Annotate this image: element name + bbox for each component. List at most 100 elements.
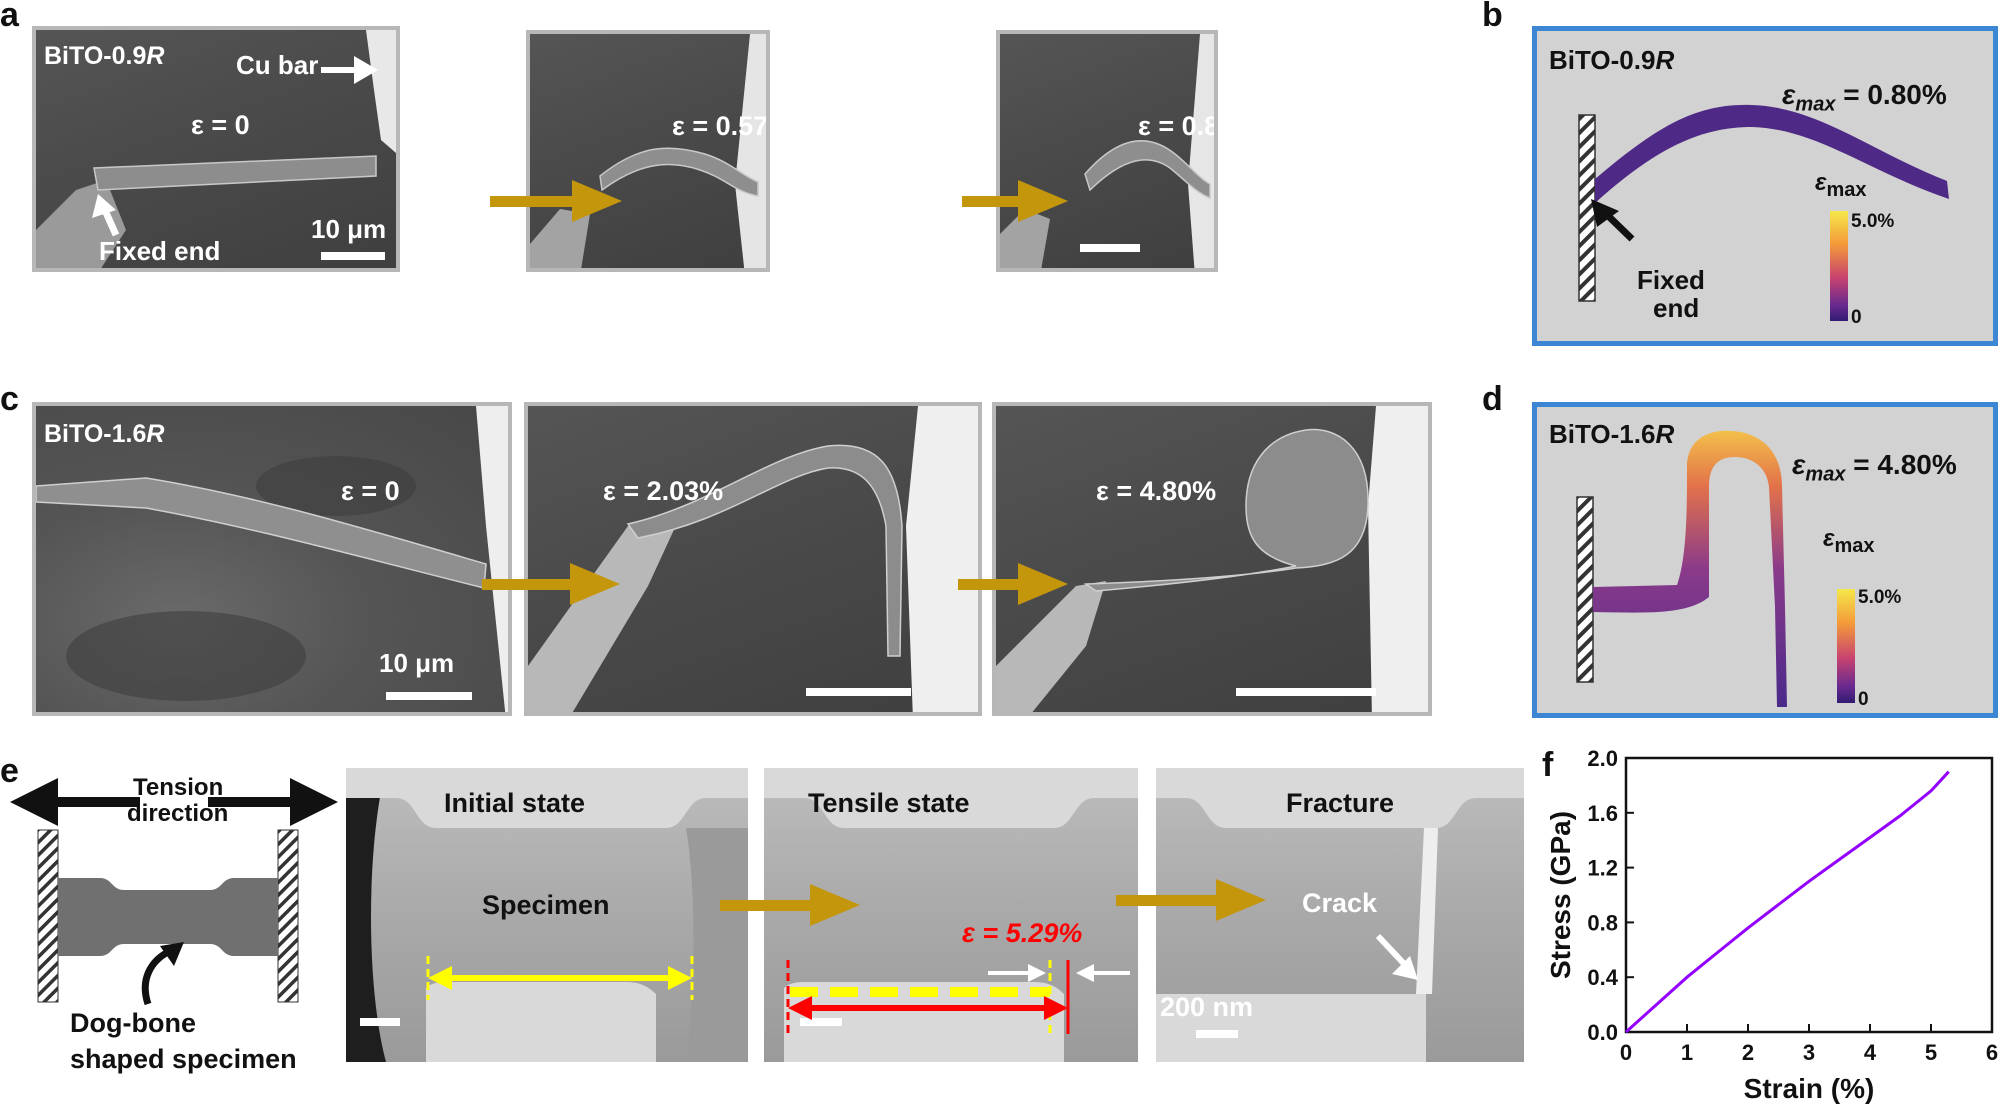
series-line: [1624, 770, 1950, 1034]
x-tick-label: 1: [1681, 1040, 1693, 1065]
grip-right: [277, 829, 299, 1003]
sem-e3-drawing: [1156, 768, 1524, 1062]
y-tick-label: 2.0: [1587, 746, 1618, 771]
panel-label-c: c: [0, 380, 19, 418]
cbar-max-d: 5.0%: [1858, 587, 1902, 608]
dogbone-specimen: [58, 878, 278, 956]
tension-label-2: direction: [127, 800, 229, 827]
panel-label-a: a: [0, 0, 19, 34]
dogbone-label-1: Dog-bone: [70, 1008, 196, 1038]
sem-c1-drawing: [36, 406, 508, 712]
scale-label-e: 200 nm: [1160, 992, 1254, 1022]
dogbone-label-2: shaped specimen: [70, 1044, 297, 1074]
sim-d-drawing: [1576, 430, 1787, 707]
state-label-fracture: Fracture: [1286, 788, 1395, 818]
sim-b-drawing: [1578, 104, 1949, 302]
sample-label-b-r: R: [1655, 45, 1675, 75]
cbar-title-d: εmax: [1823, 525, 1875, 557]
fixed-wall-d: [1576, 496, 1594, 683]
sem-image-c3: ε = 4.80%: [992, 402, 1432, 716]
sem-e1-drawing: [346, 768, 748, 1062]
tension-label-1: Tension: [133, 774, 224, 801]
sem-image-e2: Tensile state ε = 5.29%: [764, 768, 1138, 1062]
sample-label-d-r: R: [1655, 419, 1675, 449]
deformed-beam-d: [1593, 430, 1787, 707]
tension-arrow-left: [10, 778, 140, 826]
strain-label-e: ε = 5.29%: [962, 918, 1083, 948]
emax-label-d: εmax = 4.80%: [1792, 449, 1957, 486]
sample-label-d: BiTO-1.6: [1549, 419, 1656, 449]
x-tick-label: 4: [1864, 1040, 1877, 1065]
sem-image-c1: BiTO-1.6R ε = 0 10 μm: [32, 402, 512, 716]
strain-label-a3: ε = 0.80%: [1138, 111, 1218, 141]
scale-bar-e2: [800, 1018, 842, 1026]
y-tick-label: 0.4: [1587, 965, 1618, 990]
scale-bar-e1: [360, 1018, 400, 1026]
sem-c2-drawing: [528, 406, 978, 712]
x-tick-label: 3: [1803, 1040, 1815, 1065]
sem-image-a3: ε = 0.80%: [996, 30, 1218, 272]
x-tick-label: 0: [1620, 1040, 1632, 1065]
sample-label-a: BiTO-0.9: [44, 42, 147, 70]
emax-label-b: εmax = 0.80%: [1782, 79, 1947, 116]
fixed-end-label-b2: end: [1653, 293, 1700, 323]
sample-label-c-r: R: [146, 420, 165, 448]
scale-bar-a1: [321, 252, 385, 260]
y-tick-label: 0.8: [1587, 910, 1618, 935]
sem-a2-drawing: [530, 34, 766, 268]
sem-a3-drawing: [1000, 34, 1214, 268]
sample-label-b: BiTO-0.9: [1549, 45, 1656, 75]
fixed-end-label: Fixed end: [99, 236, 221, 266]
x-tick-label: 2: [1742, 1040, 1754, 1065]
sem-c3-drawing: [996, 406, 1428, 712]
fixed-end-label-b1: Fixed: [1637, 265, 1705, 295]
cbar-min-b: 0: [1851, 307, 1862, 328]
cbar-max-b: 5.0%: [1851, 211, 1895, 232]
sem-image-a2: ε = 0.57%: [526, 30, 770, 272]
scale-bar-c1: [386, 692, 472, 700]
cu-bar-label: Cu bar: [236, 50, 319, 80]
strain-label-c1: ε = 0: [341, 476, 400, 506]
grip-left: [37, 829, 59, 1003]
cbar-title-b: εmax: [1815, 169, 1867, 201]
strain-label-c2: ε = 2.03%: [603, 476, 724, 506]
state-label-initial: Initial state: [444, 788, 586, 818]
y-tick-label: 1.2: [1587, 856, 1618, 881]
plot-frame: [1624, 756, 1994, 1034]
colorbar-d: [1837, 589, 1855, 703]
x-axis-label: Strain (%): [1744, 1073, 1875, 1104]
scale-label-c: 10 μm: [379, 648, 455, 678]
sem-image-e3: Fracture Crack 200 nm: [1156, 768, 1524, 1062]
y-tick-label: 1.6: [1587, 801, 1618, 826]
sem-e2-drawing: [764, 768, 1138, 1062]
panel-label-b: b: [1482, 0, 1503, 34]
sim-panel-b: BiTO-0.9R εmax = 0.80% Fixed end εmax 5.…: [1532, 26, 1998, 346]
crack-label: Crack: [1302, 888, 1378, 918]
deformed-beam-b: [1595, 104, 1949, 203]
sem-image-a1: BiTO-0.9R Cu bar ε = 0 Fixed end 10 μm: [32, 26, 400, 272]
panel-label-f: f: [1542, 746, 1554, 784]
sem-a1-arrows: [92, 56, 378, 237]
panel-label-e: e: [0, 752, 19, 790]
scale-bar-c2: [806, 688, 911, 696]
x-tick-label: 5: [1925, 1040, 1937, 1065]
sample-label-c: BiTO-1.6: [44, 420, 147, 448]
colorbar-b: [1830, 211, 1848, 321]
y-tick-label: 0.0: [1587, 1020, 1618, 1045]
strain-label-c3: ε = 4.80%: [1096, 476, 1217, 506]
sem-image-c2: ε = 2.03%: [524, 402, 982, 716]
x-tick-label: 6: [1986, 1040, 1998, 1065]
crack-arrow: [1375, 933, 1418, 980]
y-axis-label: Stress (GPa): [1545, 811, 1576, 979]
scale-bar-e3: [1196, 1030, 1238, 1038]
scale-label-a: 10 μm: [311, 214, 387, 244]
fixed-wall-b: [1578, 114, 1596, 302]
sem-image-e1: Initial state Specimen: [346, 768, 748, 1062]
scale-bar-a3: [1080, 244, 1140, 252]
sample-label-a-r: R: [146, 42, 165, 70]
dogbone-pointer-arrow: [141, 946, 174, 1006]
specimen-label: Specimen: [482, 890, 610, 920]
sim-panel-d: BiTO-1.6R εmax = 4.80% εmax 5.0% 0: [1532, 402, 1998, 718]
cbar-min-d: 0: [1858, 689, 1869, 710]
panel-label-d: d: [1482, 380, 1503, 418]
